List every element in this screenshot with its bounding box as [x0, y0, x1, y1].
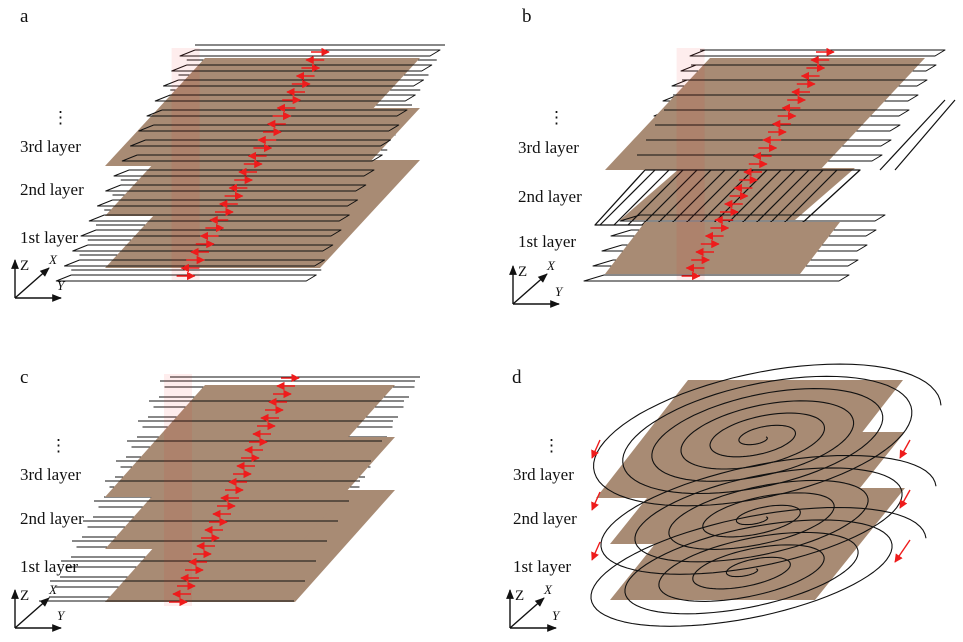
- panel-a-axis-z-label: Z: [20, 258, 29, 274]
- panel-b-wire-transverse: [683, 169, 740, 226]
- panel-d-current-arrow: [591, 439, 601, 459]
- panel-b-axis-z-label: Z: [518, 264, 527, 280]
- panel-a-loop: [64, 259, 325, 267]
- panel-c-current-glow: [164, 374, 192, 606]
- panel-b-loop-top: [689, 49, 946, 57]
- panel-b-sheet-1: [605, 222, 840, 274]
- panel-d-spiral-1: [590, 506, 927, 627]
- panel-b-wire-transverse: [739, 169, 796, 226]
- panel-a-art: [55, 44, 445, 282]
- panel-b-wire-transverse: [641, 169, 698, 226]
- panel-d-axis-y-label: Y: [552, 608, 561, 623]
- panel-d-layer-2-label: 2nd layer: [513, 509, 577, 528]
- panel-c-ellipsis: ⋮: [50, 436, 67, 455]
- panel-b-loop-bottom: [619, 214, 886, 222]
- panel-b-axis-y-label: Y: [555, 284, 564, 299]
- panel-d-current-arrow: [591, 541, 601, 561]
- panel-a-loop: [72, 244, 334, 252]
- panel-a-loop: [55, 274, 317, 282]
- panel-b-loop-bottom: [583, 274, 850, 282]
- panel-d: d ⋮ 3rd layer 2nd layer 1st layer Z X Y: [506, 363, 942, 632]
- panel-b-wire-transverse: [753, 169, 810, 226]
- panel-b-layer-2-label: 2nd layer: [518, 187, 582, 206]
- panel-c-art: [39, 373, 420, 607]
- panel-d-art: [590, 363, 942, 627]
- panel-d-spiral-2: [600, 454, 937, 575]
- panel-b-layer-3-label: 3rd layer: [518, 138, 579, 157]
- panel-a-loop: [146, 109, 408, 117]
- panel-a-loop: [130, 139, 391, 147]
- panel-d-current-arrow: [591, 491, 601, 511]
- panel-b-wire-transverse: [669, 169, 726, 226]
- panel-b-wire-transverse: [767, 169, 824, 226]
- panel-a-loop: [105, 184, 367, 192]
- panel-b-wire-transverse: [697, 169, 754, 226]
- panel-a-current: [171, 47, 330, 281]
- panel-d-letter: d: [512, 367, 522, 388]
- panel-a-sheet-1: [105, 58, 420, 166]
- panel-a: a ⋮ 3rd layer 2nd layer 1st layer Z X Y: [11, 6, 445, 302]
- panel-b-wire-transverse: [655, 169, 712, 226]
- panel-c: c ⋮ 3rd layer 2nd layer 1st layer Z X Y: [11, 367, 420, 632]
- panel-b-ellipsis: ⋮: [548, 108, 565, 127]
- panel-d-spiral-3: [593, 363, 942, 507]
- panel-b: b ⋮ 3rd layer 2nd layer 1st layer Z X Y: [509, 6, 956, 308]
- panel-c-layer-1-label: 1st layer: [20, 557, 78, 576]
- panel-a-axis-y-label: Y: [57, 278, 66, 293]
- panel-c-axis-x-label: X: [48, 582, 58, 597]
- panel-a-ellipsis: ⋮: [52, 108, 69, 127]
- panel-c-current: [164, 373, 300, 607]
- panel-b-current-glow: [676, 48, 705, 280]
- panel-b-art: [583, 47, 956, 282]
- panel-a-loop: [171, 64, 433, 72]
- panel-c-letter: c: [20, 367, 28, 388]
- panel-a-loop: [163, 79, 424, 87]
- panel-a-loop: [138, 124, 400, 132]
- panel-a-layer-1-label: 1st layer: [20, 228, 78, 247]
- panel-b-return-line: [879, 99, 946, 171]
- panel-d-axis-z-label: Z: [515, 588, 524, 604]
- panel-b-wire-transverse: [599, 169, 656, 226]
- panel-a-loop: [154, 94, 416, 102]
- panel-a-loop: [88, 214, 350, 222]
- panel-d-axes: Z X Y: [506, 582, 561, 632]
- panel-d-current-arrow: [899, 489, 911, 509]
- panel-a-loop: [80, 229, 342, 237]
- panel-a-layer-2-label: 2nd layer: [20, 180, 84, 199]
- panel-a-loop: [113, 169, 375, 177]
- panel-b-wire-transverse: [613, 169, 670, 226]
- panel-a-axis-x-label: X: [48, 252, 58, 267]
- panel-a-current-glow: [171, 48, 200, 280]
- panel-a-loop: [121, 154, 383, 162]
- panel-c-axis-y-label: Y: [57, 608, 66, 623]
- panel-d-current-arrow: [894, 539, 911, 563]
- panel-d-ellipsis: ⋮: [543, 436, 560, 455]
- panel-b-sheet-2: [620, 168, 855, 220]
- panel-b-letter: b: [522, 6, 532, 27]
- panel-c-layer-2-label: 2nd layer: [20, 509, 84, 528]
- panel-a-axes: Z X Y: [11, 252, 66, 302]
- panel-c-axis-z-label: Z: [20, 588, 29, 604]
- panel-b-return-line: [894, 99, 956, 171]
- panel-b-sheet-3: [605, 58, 925, 170]
- panel-d-layer-1-label: 1st layer: [513, 557, 571, 576]
- panel-c-layer-3-label: 3rd layer: [20, 465, 81, 484]
- panel-a-letter: a: [20, 6, 29, 27]
- panel-b-layer-1-label: 1st layer: [518, 232, 576, 251]
- panel-b-wire-transverse: [781, 169, 838, 226]
- panel-a-loop: [97, 199, 358, 207]
- panel-a-loop: [179, 49, 441, 57]
- panel-c-axes: Z X Y: [11, 582, 66, 632]
- panel-a-layer-3-label: 3rd layer: [20, 137, 81, 156]
- panel-d-axis-x-label: X: [543, 582, 553, 597]
- panel-b-axes: Z X Y: [509, 258, 564, 308]
- panel-d-current-arrow: [899, 439, 911, 459]
- panel-b-axis-x-label: X: [546, 258, 556, 273]
- panel-d-layer-3-label: 3rd layer: [513, 465, 574, 484]
- panel-b-current: [676, 47, 835, 281]
